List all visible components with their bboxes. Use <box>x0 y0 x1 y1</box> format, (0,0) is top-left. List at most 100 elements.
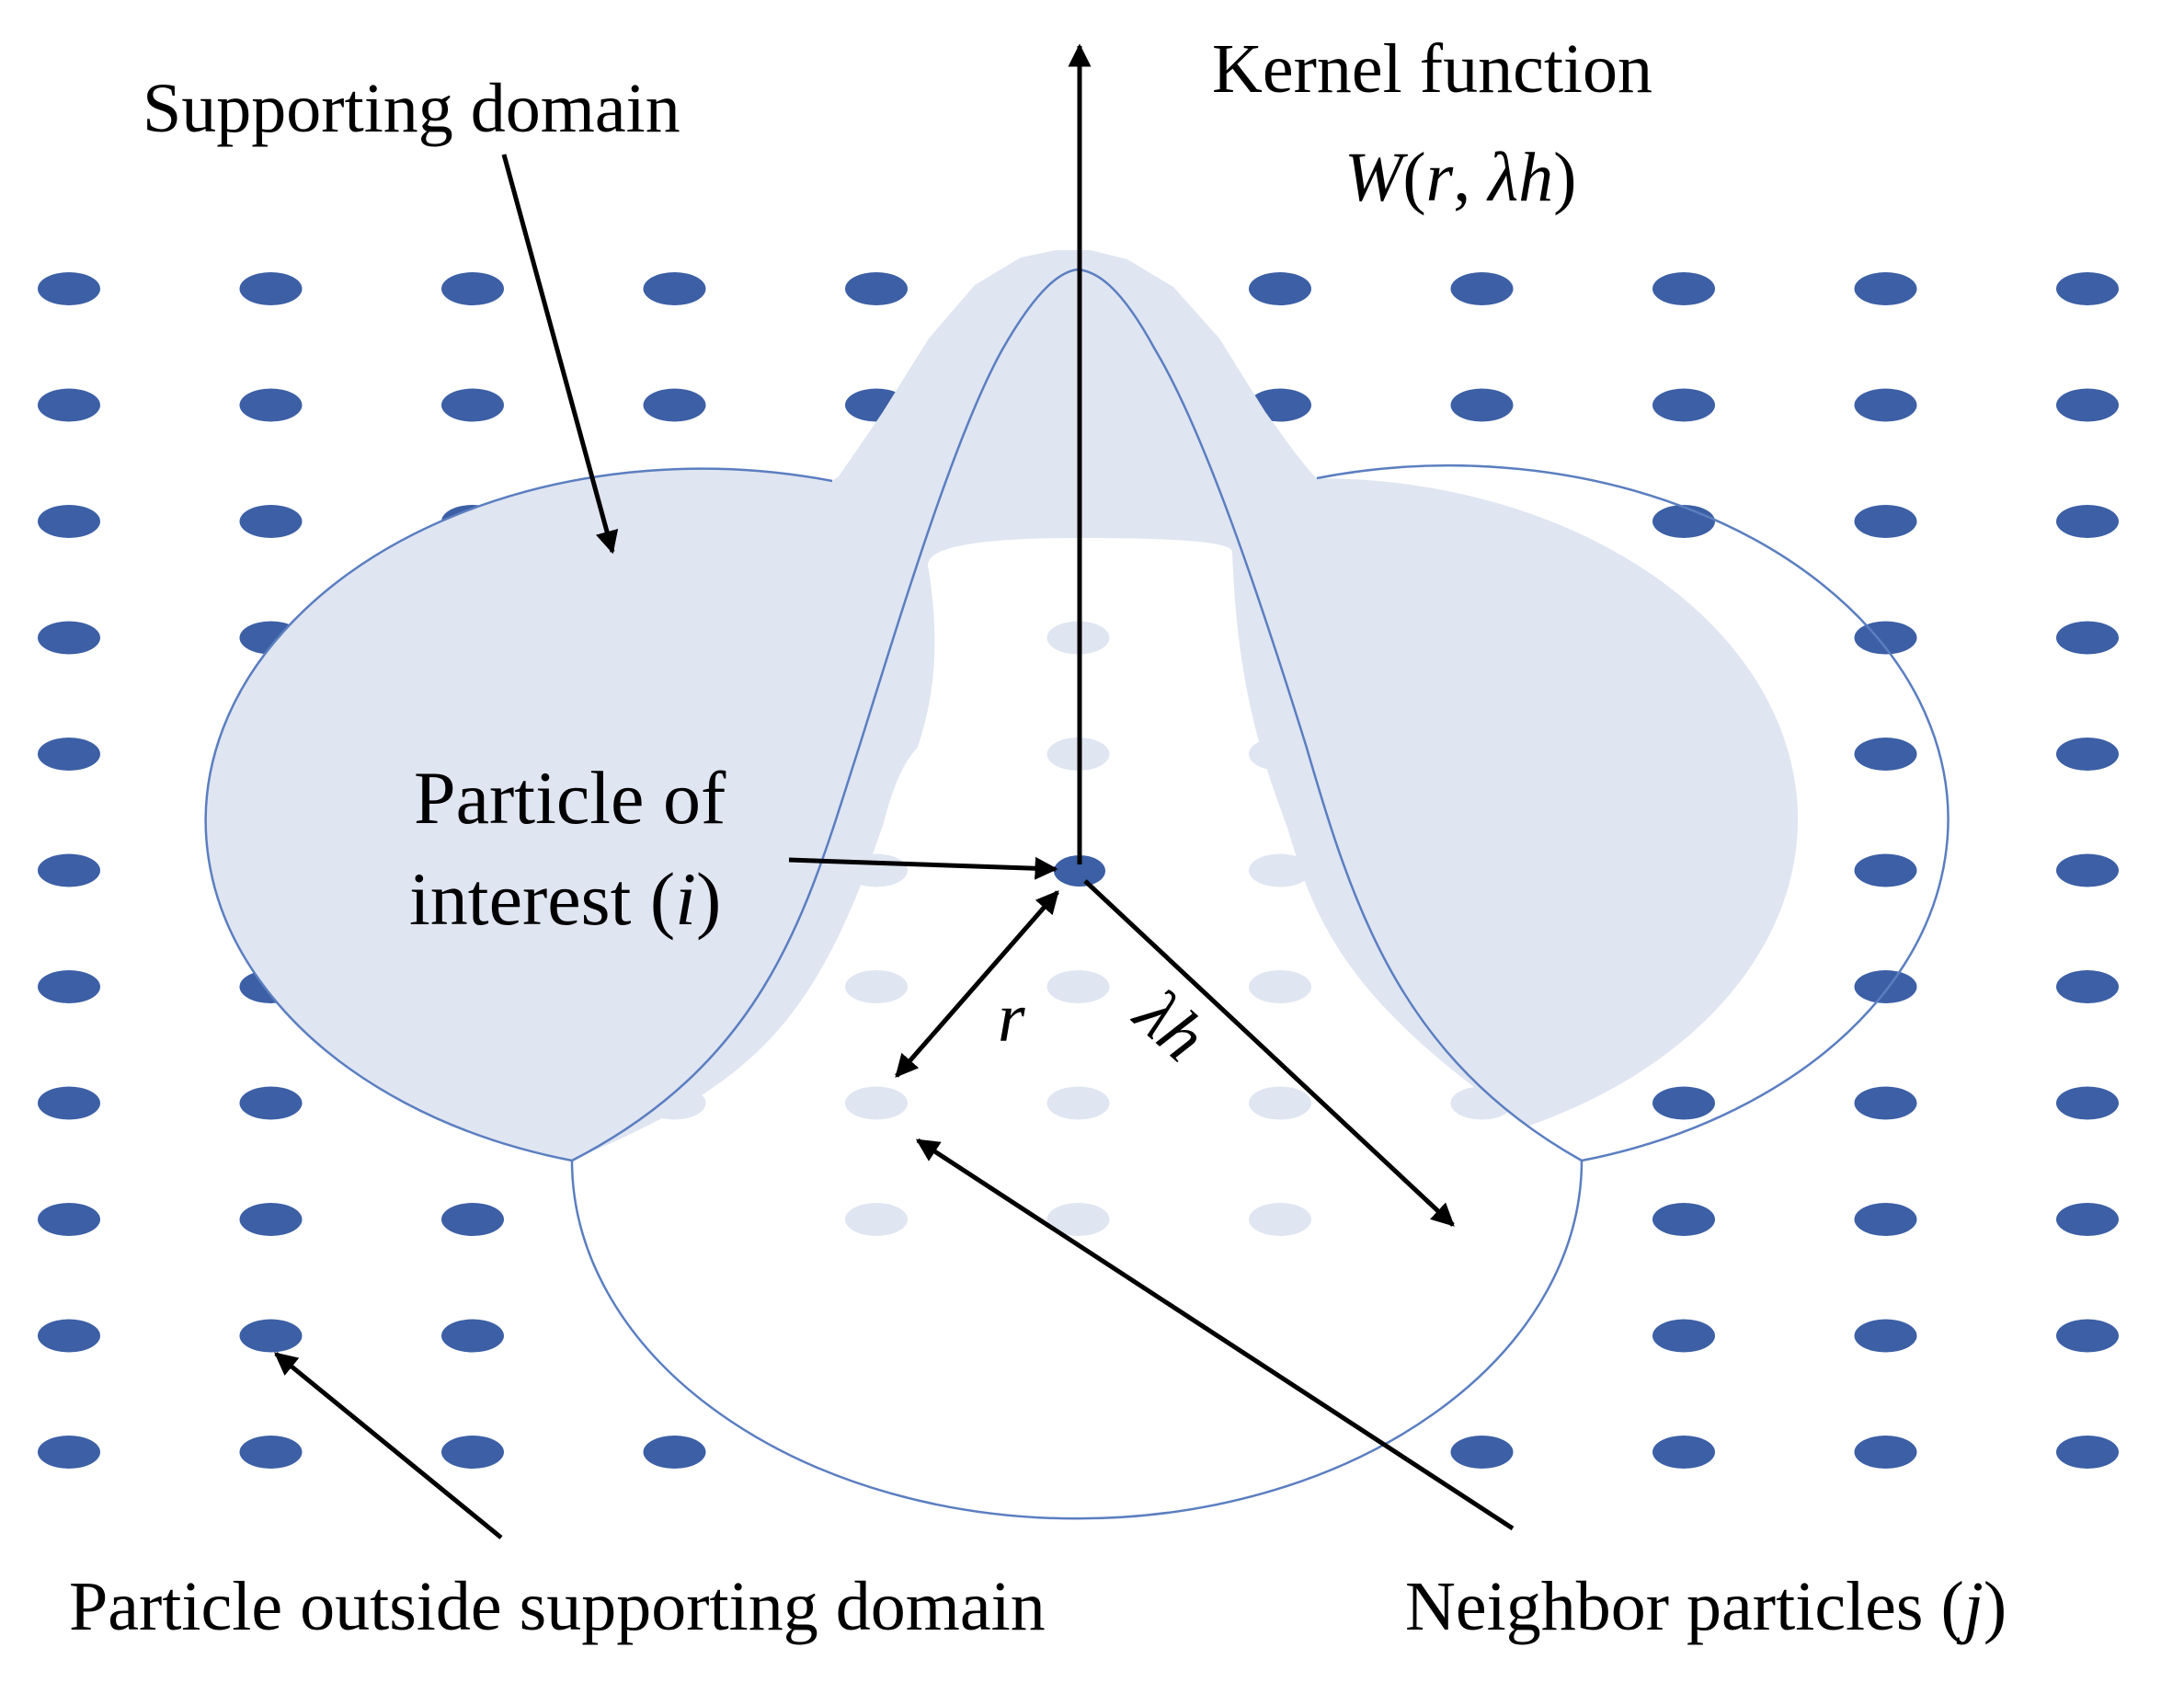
neighbor-particles-label: Neighbor particles (j) <box>1405 1568 2007 1645</box>
supporting-domain-shape <box>204 250 1950 1520</box>
outside-particle <box>239 1086 303 1120</box>
poi-i: i <box>675 857 696 941</box>
neighbor-particle <box>1652 738 1715 771</box>
outside-particle <box>239 1203 303 1236</box>
outside-particle <box>2056 853 2119 887</box>
r-label: r <box>998 979 1025 1057</box>
kernel-formula: W(r, λh) <box>1344 139 1576 216</box>
outside-particle <box>239 272 303 305</box>
outside-particle <box>2056 1086 2119 1120</box>
outside-particle <box>1652 1319 1715 1353</box>
outside-particle <box>38 1436 100 1469</box>
kernel-comma: , <box>1453 139 1488 216</box>
outside-particle <box>239 388 303 422</box>
outside-particle <box>1854 272 1917 305</box>
neighbor-particle <box>1450 853 1514 887</box>
outside-particle <box>38 388 100 422</box>
r-distance-arrow <box>895 890 1059 1078</box>
outside-particle <box>38 621 100 655</box>
neighbor-particle <box>845 738 908 771</box>
neighbor-particle <box>845 1086 908 1120</box>
outside-particle <box>1652 1086 1715 1120</box>
outside-particle <box>239 1319 303 1353</box>
outside-particle <box>1854 738 1917 771</box>
neighbor-particle <box>1450 1086 1514 1120</box>
neighbor-particle <box>845 970 908 1003</box>
neighbor-particle <box>441 738 504 771</box>
outside-particle <box>1450 272 1514 305</box>
supporting-domain-label: Supporting domain <box>143 70 680 147</box>
outside-particle <box>441 388 504 422</box>
outside-particle <box>38 853 100 887</box>
outside-particle <box>2056 1436 2119 1469</box>
neighbor-particle <box>643 853 706 887</box>
outside-particle <box>643 1436 706 1469</box>
outside-particle <box>441 272 504 305</box>
particle-of-interest <box>1054 855 1105 887</box>
kernel-w: W <box>1344 139 1409 216</box>
neighbor-particle <box>643 970 706 1003</box>
outside-particle <box>2056 1319 2119 1353</box>
neighbor-particle <box>441 853 504 887</box>
outside-particle <box>1652 1203 1715 1236</box>
outside-particle <box>239 505 303 538</box>
neighbor-particle <box>1046 1203 1110 1236</box>
neighbor-particle <box>1046 970 1110 1003</box>
supporting-domain-pointer-arrow <box>501 154 619 555</box>
neighbor-particle <box>1046 1086 1110 1120</box>
outside-particle <box>2056 272 2119 305</box>
neighbor-particle <box>1249 621 1311 655</box>
outside-particle <box>2056 970 2119 1003</box>
outside-particle <box>1450 1436 1514 1469</box>
neighbor-particle <box>1249 1203 1311 1236</box>
outside-particle <box>38 505 100 538</box>
outside-particle <box>2056 738 2119 771</box>
outside-particle <box>1652 505 1715 538</box>
outside-particle <box>1652 1436 1715 1469</box>
kernel-r: r <box>1426 139 1454 216</box>
neighbor-particle <box>643 1086 706 1120</box>
outside-particle <box>2056 1203 2119 1236</box>
kernel-function-label: Kernel function <box>1212 30 1652 108</box>
neighbor-particle <box>1249 505 1311 538</box>
particle-of-interest-label-line2: interest (i) <box>409 857 721 941</box>
neighbor-particle <box>845 1203 908 1236</box>
neighbor-particles <box>441 505 1715 1236</box>
outside-particle <box>2056 505 2119 538</box>
outside-particle <box>1652 272 1715 305</box>
neighbor-particle-pointer-arrow <box>915 1138 1515 1531</box>
neighbor-particle <box>643 621 706 655</box>
neighbor-particle <box>1249 738 1311 771</box>
outside-particle <box>38 738 100 771</box>
neighbor-particle <box>1450 621 1514 655</box>
neighbor-particle <box>1450 970 1514 1003</box>
outside-particle <box>38 272 100 305</box>
outside-particle <box>643 272 706 305</box>
outside-particle-pointer-arrow <box>274 1352 503 1539</box>
neighbor-particle <box>1249 1086 1311 1120</box>
outside-particle <box>1854 505 1917 538</box>
particle-outside-label: Particle outside supporting domain <box>69 1568 1046 1645</box>
outside-particle <box>38 1203 100 1236</box>
outside-particle <box>441 1203 504 1236</box>
domain-inner-area <box>572 538 1582 1519</box>
smoothing-length-arrow <box>1083 879 1455 1227</box>
outside-particle <box>1854 1319 1917 1353</box>
poi-text: interest ( <box>409 857 675 941</box>
outside-particle <box>1854 1203 1917 1236</box>
outside-particle <box>1854 1436 1917 1469</box>
neighbor-particle <box>1249 853 1311 887</box>
outside-particles <box>38 272 2119 1469</box>
neighbor-particle <box>1652 853 1715 887</box>
outside-particle <box>2056 621 2119 655</box>
neighbor-particle <box>643 738 706 771</box>
neighbor-particle <box>845 853 908 887</box>
neighbor-particle <box>1652 970 1715 1003</box>
neighbor-particle <box>845 505 908 538</box>
outside-particle <box>1652 388 1715 422</box>
outside-particle <box>1249 272 1311 305</box>
neighbor-particle <box>1249 970 1311 1003</box>
outside-particle <box>441 1319 504 1353</box>
np-text: Neighbor particles ( <box>1405 1568 1964 1645</box>
